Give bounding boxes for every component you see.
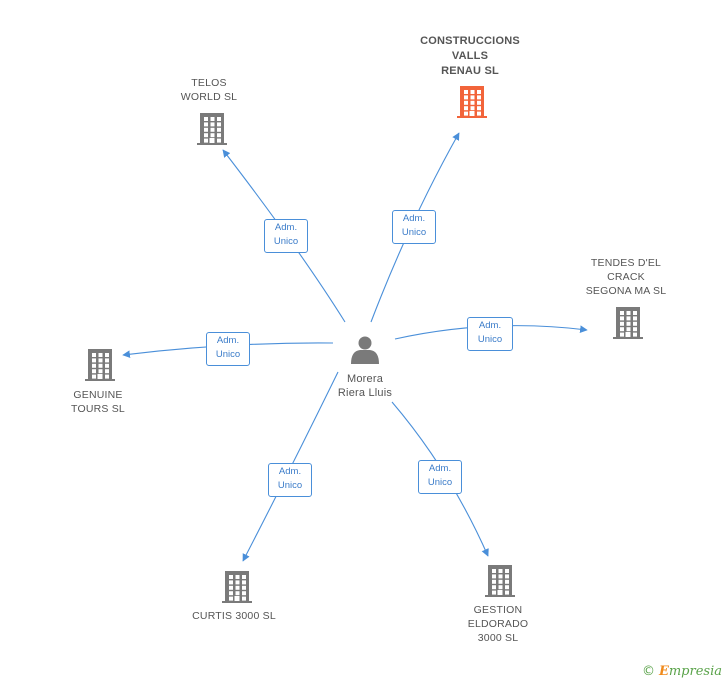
role-line: Unico	[277, 480, 303, 491]
company-name-line: SEGONA MA SL	[585, 285, 667, 297]
company-name-line: RENAU SL	[441, 65, 499, 77]
company-name-gestion[interactable]: GESTION ELDORADO 3000 SL	[448, 603, 548, 645]
company-name-telos[interactable]: TELOS WORLD SL	[159, 76, 259, 104]
company-name-line: GENUINE	[73, 389, 123, 401]
role-line: Adm.	[478, 320, 502, 331]
company-name-line: 3000 SL	[477, 632, 519, 644]
building-icon[interactable]	[222, 571, 252, 603]
role-line: Adm.	[216, 335, 240, 346]
company-name-genuine[interactable]: GENUINE TOURS SL	[48, 388, 148, 416]
company-name-line: ELDORADO	[467, 618, 529, 630]
copyright-symbol: ©	[641, 664, 655, 679]
role-badge-construccions[interactable]: Adm. Unico	[392, 210, 436, 244]
role-line: Unico	[273, 236, 299, 247]
company-name-line: TELOS	[191, 77, 227, 89]
company-name-line: CRACK	[607, 271, 645, 283]
role-line: Unico	[477, 334, 503, 345]
role-line: Adm.	[428, 463, 452, 474]
company-name-line: WORLD SL	[180, 91, 238, 103]
company-name-line: TOURS SL	[71, 403, 125, 415]
role-badge-gestion[interactable]: Adm. Unico	[418, 460, 462, 494]
role-line: Adm.	[274, 222, 298, 233]
brand-name: mpresia	[668, 664, 722, 679]
role-line: Unico	[215, 349, 241, 360]
building-icon[interactable]	[197, 113, 227, 145]
role-badge-genuine[interactable]: Adm. Unico	[206, 332, 250, 366]
building-icon[interactable]	[613, 307, 643, 339]
role-line: Adm.	[278, 466, 302, 477]
company-name-construccions[interactable]: CONSTRUCCIONS VALLS RENAU SL	[405, 34, 535, 79]
node-icons	[85, 86, 643, 603]
company-name-line: VALLS	[451, 50, 489, 62]
role-line: Adm.	[402, 213, 426, 224]
company-name-tendes[interactable]: TENDES D'EL CRACK SEGONA MA SL	[566, 256, 686, 298]
company-name-line: CURTIS 3000 SL	[192, 610, 276, 622]
company-name-line: TENDES D'EL	[590, 257, 662, 269]
person-icon[interactable]	[351, 336, 379, 365]
company-name-line: GESTION	[473, 604, 523, 616]
role-line: Unico	[401, 227, 427, 238]
company-name-line: CONSTRUCCIONS	[420, 35, 520, 47]
role-badge-tendes[interactable]: Adm. Unico	[467, 317, 513, 351]
building-icon[interactable]	[85, 349, 115, 381]
building-icon[interactable]	[457, 86, 487, 118]
person-name-line: Riera Lluis	[337, 387, 393, 399]
brand-initial: E	[658, 664, 669, 679]
building-icon[interactable]	[485, 565, 515, 597]
person-name-line: Morera	[346, 373, 384, 385]
footer-brand[interactable]: ©Empresia	[642, 664, 722, 679]
relation-edges	[122, 132, 588, 562]
role-badge-telos[interactable]: Adm. Unico	[264, 219, 308, 253]
role-line: Unico	[427, 477, 453, 488]
company-name-curtis[interactable]: CURTIS 3000 SL	[174, 609, 294, 623]
role-badge-curtis[interactable]: Adm. Unico	[268, 463, 312, 497]
